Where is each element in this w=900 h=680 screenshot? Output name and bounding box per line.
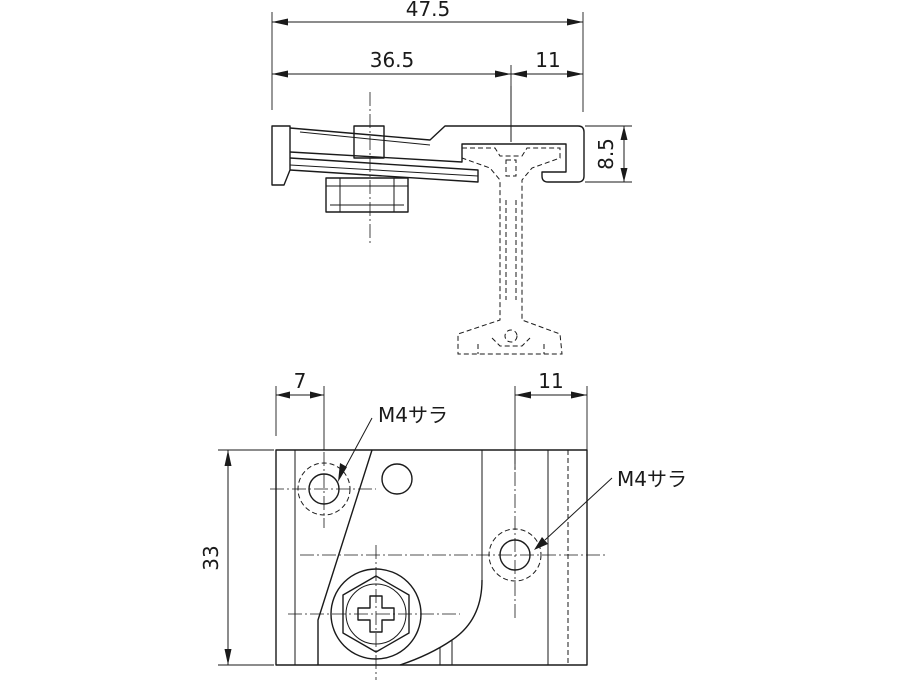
dim-hole-offset-left: 7 xyxy=(275,369,325,450)
dim-overall-width-label: 47.5 xyxy=(406,0,451,21)
dim-height-side-label: 8.5 xyxy=(594,138,618,170)
dim-width-to-center: 36.5 xyxy=(272,48,512,140)
dim-height-side: 8.5 xyxy=(585,125,632,183)
top-view-rail-profile xyxy=(457,86,563,355)
top-view-bracket xyxy=(271,92,585,244)
bottom-view-centerlines xyxy=(270,450,608,680)
dim-right-offset-top-label: 11 xyxy=(535,48,560,72)
dim-hole-offset-right: 11 xyxy=(514,369,588,470)
callout-hole-left-label: M4サラ xyxy=(378,403,448,427)
dim-width-to-center-label: 36.5 xyxy=(370,48,415,72)
dim-base-height-label: 33 xyxy=(199,545,223,570)
callout-hole-left: M4サラ xyxy=(338,403,448,482)
callout-hole-right: M4サラ xyxy=(534,467,687,550)
phillips-screw-head xyxy=(330,568,422,660)
hole-left xyxy=(297,462,351,516)
dim-right-offset-top: 11 xyxy=(511,48,583,78)
hole-right xyxy=(488,528,542,582)
dim-overall-width: 47.5 xyxy=(271,0,584,112)
dim-base-height: 33 xyxy=(199,449,274,666)
callout-hole-right-label: M4サラ xyxy=(617,467,687,491)
dim-hole-offset-right-label: 11 xyxy=(538,369,563,393)
dim-hole-offset-left-label: 7 xyxy=(294,369,307,393)
bottom-view-body xyxy=(275,449,588,666)
